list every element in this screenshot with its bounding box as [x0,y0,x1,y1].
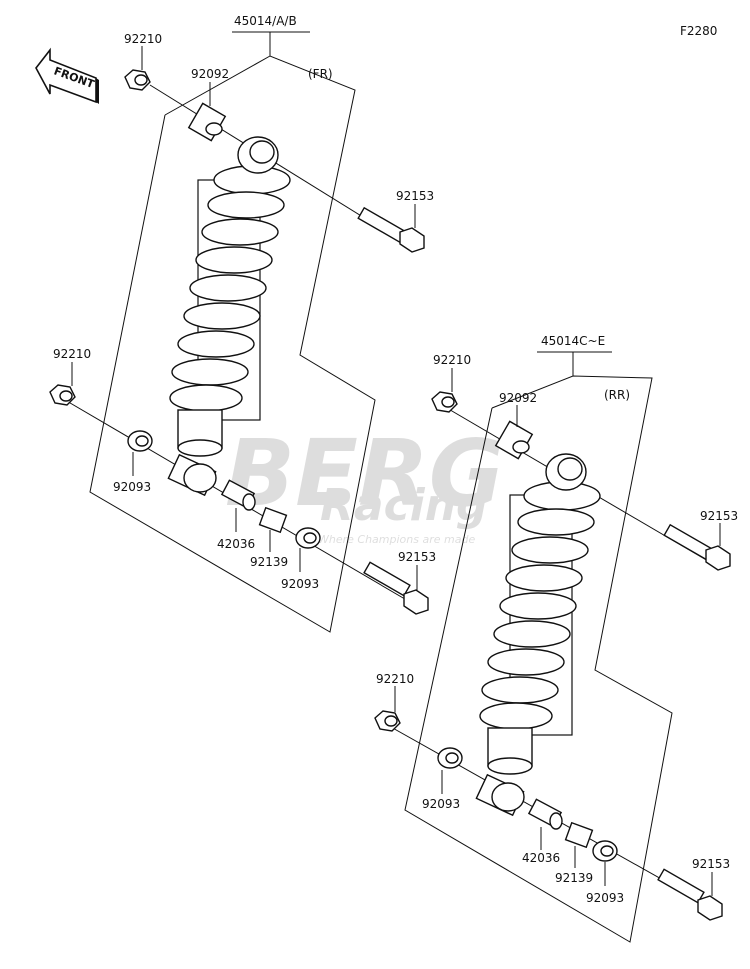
rear-shock-bottom-eye [475,773,525,817]
rear-position-label: (RR) [604,388,630,402]
rear-collar-top [494,420,534,460]
watermark-subtitle: Racing [320,480,488,531]
rear-washer-left [437,747,463,769]
rear-bolt-top-label: 92153 [700,509,738,523]
front-collar-bottom-label: 92139 [250,555,288,569]
rear-shock-top-eye [545,453,587,491]
rear-group-frame [404,375,673,943]
rear-assembly-number: 45014C~E [541,334,605,348]
rear-bolt-bottom [657,868,723,921]
front-collar-top [187,102,227,142]
watermark-tagline: Where Champions are made [318,533,475,546]
rear-nut-bottom-label: 92210 [376,672,414,686]
rear-shock-spring [479,481,601,775]
rear-nut-bottom [374,710,401,732]
rear-bushing-label: 42036 [522,851,560,865]
rear-bolt-bottom-label: 92153 [692,857,730,871]
front-bushing [220,479,256,511]
front-nut-bottom [49,384,76,406]
rear-washer-right [592,840,618,862]
rear-nut-top [431,391,458,413]
front-shock-top-eye [237,136,279,174]
figure-code: F2280 [680,24,717,38]
front-nut-top [124,69,151,91]
rear-nut-top-label: 92210 [433,353,471,367]
front-nut-bottom-label: 92210 [53,347,91,361]
front-washer-right [295,527,321,549]
rear-washer-right-label: 92093 [586,891,624,905]
front-arrow-icon: FRONT [35,47,99,104]
front-group-frame [89,55,376,633]
rear-bolt-top [663,523,731,571]
front-shock-bottom-eye [167,453,217,497]
front-bushing-label: 42036 [217,537,255,551]
front-bolt-bottom-label: 92153 [398,550,436,564]
front-assembly-number: 45014/A/B [234,14,297,28]
rear-bushing [527,798,563,830]
front-shock-spring [169,165,291,457]
front-collar-top-label: 92092 [191,67,229,81]
front-bolt-top-label: 92153 [396,189,434,203]
front-washer-right-label: 92093 [281,577,319,591]
front-collar-bottom [258,506,288,534]
front-nut-top-label: 92210 [124,32,162,46]
rear-shock-assembly: 92210 92092 (RR) 45014C~E 92153 92210 [374,334,738,943]
front-washer-left [127,430,153,452]
front-bolt-bottom [363,561,429,615]
rear-collar-bottom [564,821,594,849]
front-washer-left-label: 92093 [113,480,151,494]
rear-collar-bottom-label: 92139 [555,871,593,885]
front-bolt-top [357,206,425,253]
rear-washer-left-label: 92093 [422,797,460,811]
front-position-label: (FR) [308,67,333,81]
front-shock-assembly: 92210 92092 (FR) 45014/A/B 92153 92210 [49,14,436,633]
rear-collar-top-label: 92092 [499,391,537,405]
